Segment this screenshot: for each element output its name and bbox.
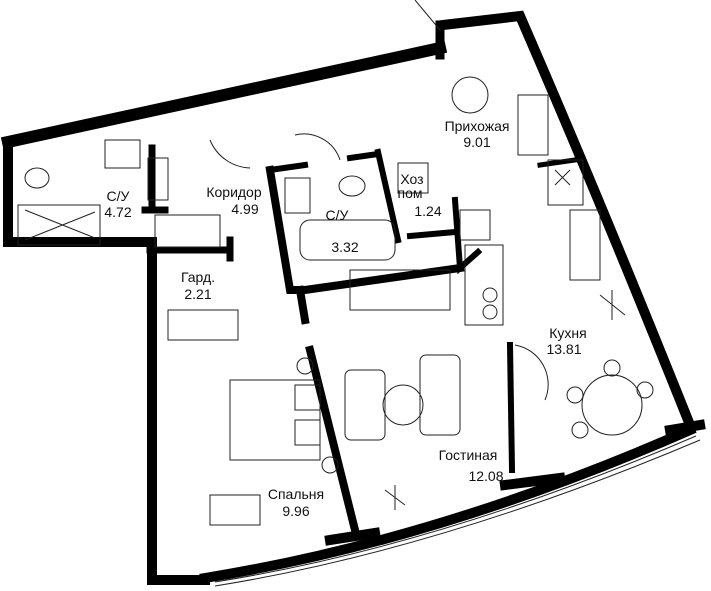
toilet-icon: [24, 167, 50, 189]
svg-text:13.81: 13.81: [546, 341, 581, 357]
svg-text:Коридор: Коридор: [206, 184, 262, 200]
wardrobe: [517, 94, 549, 156]
window: [214, 435, 697, 583]
boiler: [397, 162, 429, 194]
room-label-wc2: С/У 3.32: [326, 207, 359, 255]
coffee-table: [382, 384, 424, 426]
plant-icon: [599, 290, 626, 320]
fridge: [547, 159, 584, 206]
kitchen-counter: [569, 209, 601, 281]
svg-text:1.24: 1.24: [414, 203, 441, 219]
round-mirror: [451, 76, 489, 114]
svg-text:9.01: 9.01: [463, 134, 490, 150]
bathtub-icon: [299, 219, 396, 261]
room-label-living: Гостиная 12.08: [439, 447, 504, 484]
svg-text:Спальня: Спальня: [268, 486, 324, 502]
room-label-hallway: Прихожая 9.01: [445, 118, 510, 150]
kitchen-counter: [464, 244, 504, 326]
svg-text:С/У: С/У: [326, 207, 349, 223]
svg-text:Хоз: Хоз: [400, 171, 423, 187]
svg-text:2.21: 2.21: [184, 286, 211, 302]
outer-walls: [0, 10, 697, 585]
svg-text:Прихожая: Прихожая: [445, 118, 510, 134]
fixtures: [17, 76, 654, 526]
svg-text:12.08: 12.08: [468, 468, 503, 484]
svg-text:пом: пом: [398, 185, 423, 201]
room-label-wardrobe: Гард. 2.21: [181, 269, 215, 302]
sofa: [344, 369, 386, 441]
svg-text:3.32: 3.32: [331, 239, 358, 255]
sink-icon: [104, 139, 141, 169]
svg-text:4.72: 4.72: [104, 204, 131, 220]
svg-text:Кухня: Кухня: [549, 325, 586, 341]
desk: [209, 494, 261, 526]
room-label-wc1: С/У 4.72: [104, 188, 131, 220]
plant-icon: [384, 485, 406, 510]
wardrobe: [167, 309, 239, 341]
room-label-utility: Хоз пом 1.24: [398, 171, 442, 219]
sofa: [419, 354, 461, 436]
room-label-corridor: Коридор 4.99: [206, 184, 262, 217]
kitchen-sink-icon: [459, 209, 491, 241]
snowflake-icon: [554, 169, 571, 186]
wardrobe: [154, 214, 221, 248]
window: [214, 439, 701, 587]
svg-text:4.99: 4.99: [231, 201, 258, 217]
tv-stand: [349, 269, 451, 311]
svg-text:С/У: С/У: [107, 188, 130, 204]
toilet-icon: [338, 175, 366, 197]
sink-icon: [284, 177, 311, 214]
dining-table: [581, 374, 643, 436]
svg-text:Гард.: Гард.: [181, 269, 215, 285]
doors: [209, 0, 549, 401]
svg-text:Гостиная: Гостиная: [439, 447, 498, 463]
svg-text:9.96: 9.96: [282, 503, 309, 519]
room-label-kitchen: Кухня 13.81: [546, 325, 586, 357]
room-label-bedroom: Спальня 9.96: [268, 486, 324, 519]
shower-tray: [17, 204, 101, 246]
